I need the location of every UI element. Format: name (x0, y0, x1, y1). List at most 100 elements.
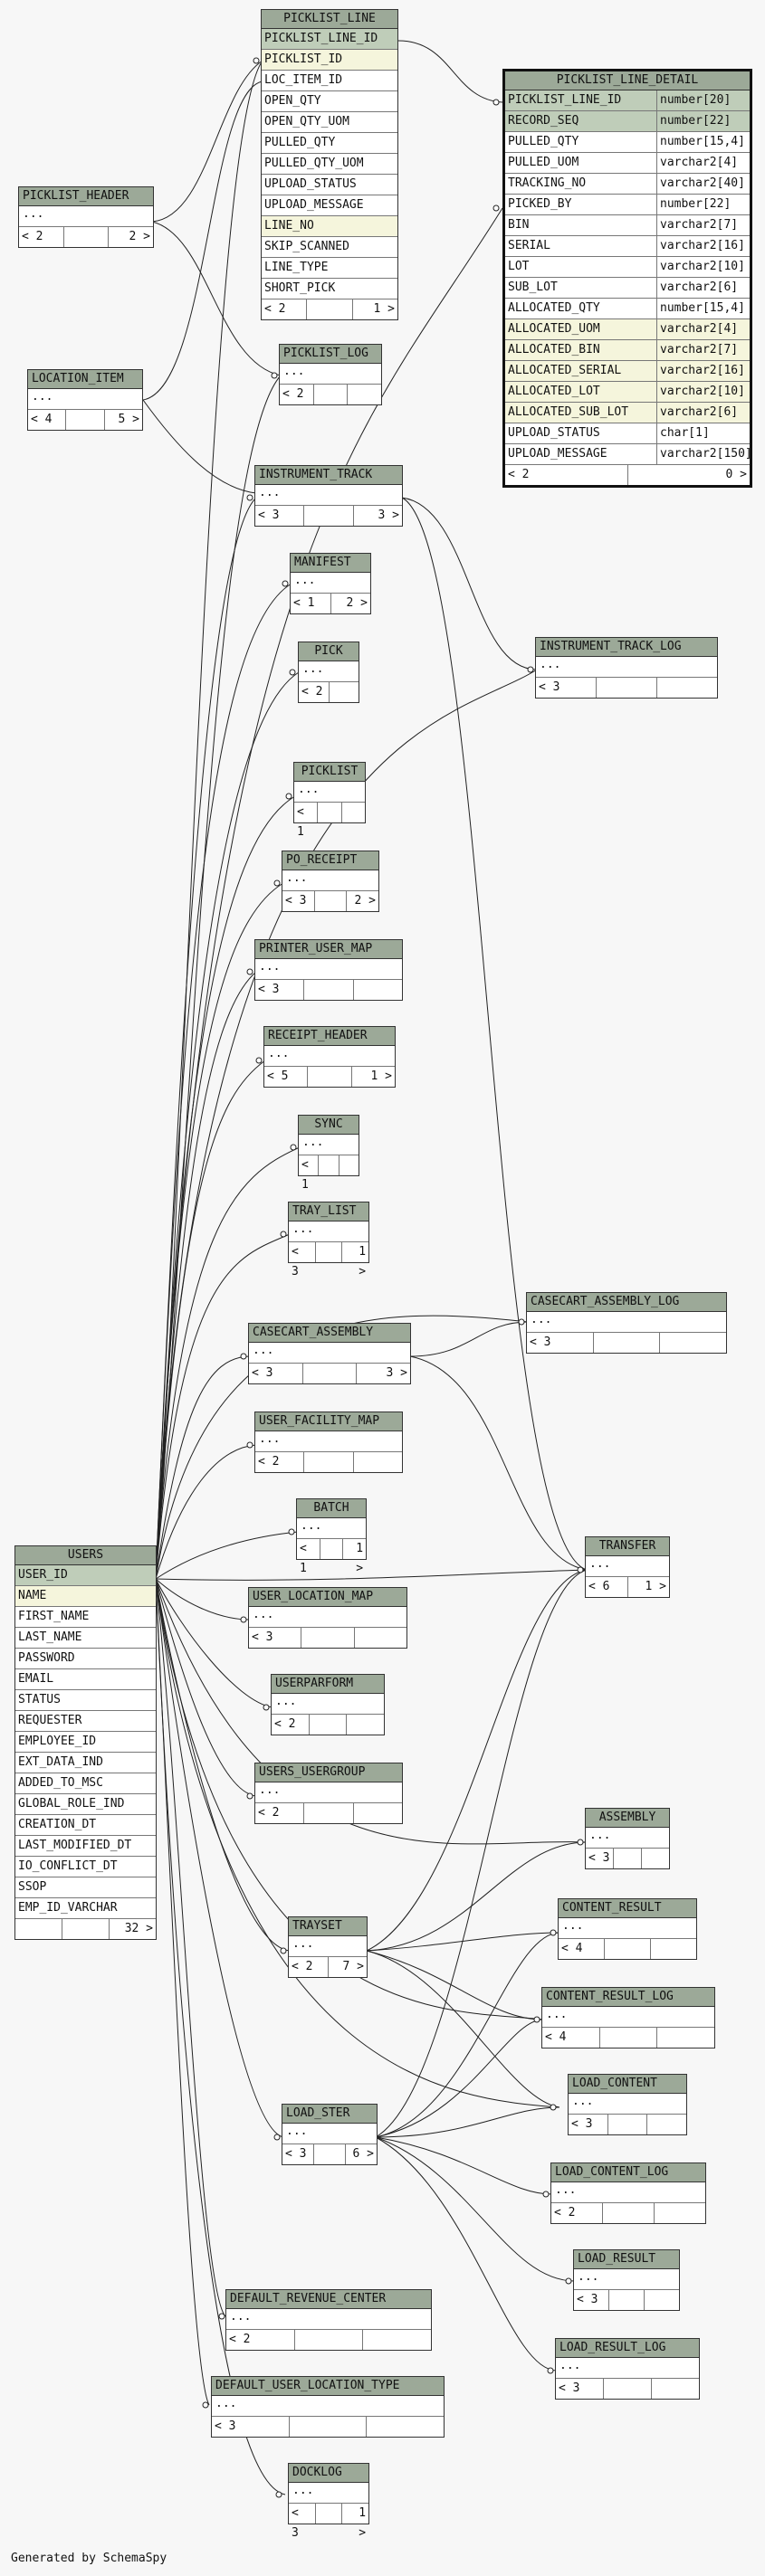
table-load-content-log[interactable]: LOAD_CONTENT_LOG ... < 2 (550, 2163, 706, 2224)
table-assembly[interactable]: ASSEMBLY ... < 3 (585, 1808, 670, 1869)
parent-count: < 3 (282, 891, 315, 911)
parent-count: < 2 (255, 1803, 305, 1823)
table-load-result[interactable]: LOAD_RESULT ... < 3 (573, 2249, 680, 2311)
table-default-user-location-type[interactable]: DEFAULT_USER_LOCATION_TYPE ... < 3 (211, 2376, 445, 2438)
parent-count: < 3 (289, 2504, 316, 2540)
table-default-revenue-center[interactable]: DEFAULT_REVENUE_CENTER ... < 2 (225, 2289, 432, 2351)
table-sync[interactable]: SYNC ... < 1 (298, 1115, 359, 1192)
table-title: TRAYSET (289, 1917, 367, 1936)
column-ellipsis: ... (28, 389, 142, 410)
table-title: LOAD_STER (282, 2105, 377, 2124)
parent-count: < 2 (262, 299, 308, 319)
rel-users-load-ster (155, 1578, 284, 2138)
parent-count: < 3 (569, 2115, 608, 2134)
rel-casecart-assembly-transfer (409, 1355, 588, 1571)
table-title: LOAD_RESULT_LOG (556, 2339, 699, 2358)
rel-location-item-instrument-track (142, 399, 257, 494)
column-name: PULLED_QTY_UOM (264, 157, 364, 170)
table-printer-user-map[interactable]: PRINTER_USER_MAP ... < 3 (254, 939, 403, 1001)
table-user-location-map[interactable]: USER_LOCATION_MAP ... < 3 (248, 1587, 407, 1649)
table-casecart-assembly-log[interactable]: CASECART_ASSEMBLY_LOG ... < 3 (526, 1292, 727, 1354)
column-type: varchar2[10] (656, 257, 750, 277)
table-picklist[interactable]: PICKLIST ... < 1 (293, 762, 366, 839)
parent-count: < 2 (280, 385, 314, 404)
table-title: PICK (299, 642, 359, 661)
column-ellipsis: ... (291, 573, 370, 594)
column-name: BIN (508, 218, 530, 232)
table-instrument-track-log[interactable]: INSTRUMENT_TRACK_LOG ... < 3 (535, 637, 718, 699)
rel-users-default-user-location-type (155, 1578, 210, 2406)
parent-count: < 2 (19, 227, 64, 247)
parent-count: < 3 (586, 1849, 614, 1868)
rel-load-ster-load-content (375, 2106, 560, 2138)
table-title: TRANSFER (586, 1537, 669, 1556)
table-user-facility-map[interactable]: USER_FACILITY_MAP ... < 2 (254, 1412, 403, 1473)
column-type: varchar2[4] (656, 153, 750, 173)
column-name: NAME (18, 1589, 47, 1602)
column-name: EMAIL (18, 1672, 54, 1686)
table-userparform[interactable]: USERPARFORM ... < 2 (271, 1674, 385, 1735)
rel-load-ster-content-result (375, 1932, 560, 2138)
column-name: LINE_TYPE (264, 261, 329, 274)
child-count: 2 > (129, 230, 151, 243)
rel-load-ster-content-result-log (375, 2019, 544, 2138)
rel-users-docklog (155, 1578, 286, 2495)
table-content-result[interactable]: CONTENT_RESULT ... < 4 (558, 1898, 697, 1960)
parent-count: < 1 (297, 1539, 320, 1575)
column-ellipsis: ... (299, 1135, 359, 1155)
column-name: ALLOCATED_BIN (508, 343, 600, 356)
child-count: 7 > (342, 1960, 364, 1973)
table-pick[interactable]: PICK ... < 2 (298, 642, 359, 703)
table-title: USER_FACILITY_MAP (255, 1412, 402, 1431)
table-load-content[interactable]: LOAD_CONTENT ... < 3 (568, 2074, 687, 2135)
column-type: number[15,4] (656, 132, 750, 152)
child-count: 1 > (370, 1069, 392, 1083)
rel-load-ster-load-result (375, 2136, 576, 2282)
table-title: BATCH (297, 1499, 366, 1518)
table-users[interactable]: USERS USER_ID NAME FIRST_NAME LAST_NAME … (14, 1545, 157, 1940)
parent-count: < 3 (574, 2290, 609, 2310)
table-title: CASECART_ASSEMBLY_LOG (527, 1293, 726, 1312)
column-name: UPLOAD_STATUS (508, 426, 600, 440)
table-picklist-log[interactable]: PICKLIST_LOG ... < 2 (279, 344, 382, 405)
column-name: EMP_ID_VARCHAR (18, 1901, 118, 1915)
table-title: PRINTER_USER_MAP (255, 940, 402, 959)
column-type: number[22] (656, 111, 750, 131)
parent-count: < 4 (559, 1939, 605, 1959)
child-count: 5 > (118, 413, 139, 426)
table-content-result-log[interactable]: CONTENT_RESULT_LOG ... < 4 (541, 1987, 715, 2048)
column-name: IO_CONFLICT_DT (18, 1859, 118, 1873)
column-type: varchar2[16] (656, 236, 750, 256)
child-count (367, 2417, 444, 2437)
table-title: CONTENT_RESULT_LOG (542, 1988, 714, 2007)
column-name: LAST_NAME (18, 1630, 82, 1644)
rel-load-ster-load-content-log (375, 2136, 553, 2195)
child-count: 3 > (386, 1366, 408, 1380)
parent-count: < 1 (294, 803, 319, 839)
table-load-result-log[interactable]: LOAD_RESULT_LOG ... < 3 (555, 2338, 700, 2400)
table-picklist-line[interactable]: PICKLIST_LINE PICKLIST_LINE_ID PICKLIST_… (261, 9, 398, 320)
parent-count: < 2 (299, 682, 330, 702)
column-ellipsis: ... (255, 1431, 402, 1452)
column-type: varchar2[6] (656, 403, 750, 423)
child-count (354, 1803, 402, 1823)
table-users-usergroup[interactable]: USERS_USERGROUP ... < 2 (254, 1763, 403, 1824)
table-title: DEFAULT_USER_LOCATION_TYPE (212, 2377, 444, 2396)
rel-users-user-location-map (155, 1578, 251, 1621)
parent-count (15, 1919, 62, 1939)
child-count (347, 1715, 384, 1735)
